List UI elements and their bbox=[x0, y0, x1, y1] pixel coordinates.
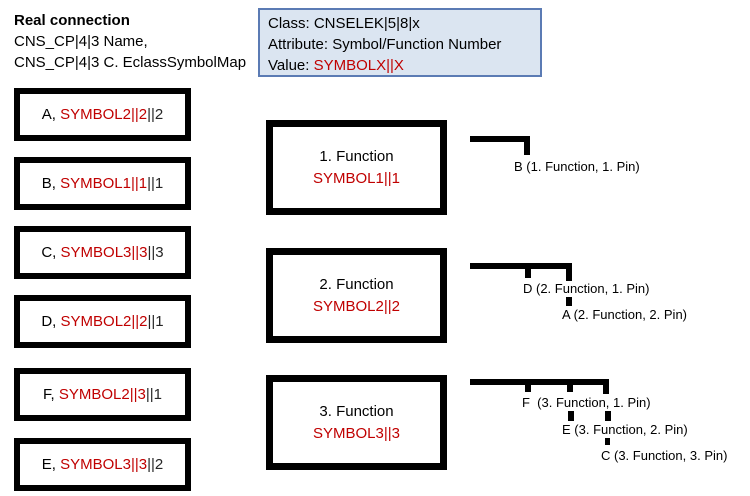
connection-prefix: B, bbox=[41, 175, 61, 192]
connection-symbol: SYMBOL2||2 bbox=[60, 313, 148, 330]
function-symbol: SYMBOL3||3 bbox=[313, 424, 400, 442]
function-box-3: 3. Function SYMBOL3||3 bbox=[266, 375, 447, 470]
connection-box-b: B, SYMBOL1||1||1 bbox=[14, 157, 191, 210]
pin-label-a: A (2. Function, 2. Pin) bbox=[562, 307, 688, 322]
connector-tick-f3-pin1 bbox=[525, 379, 531, 392]
connection-symbol: SYMBOL2||2 bbox=[60, 106, 148, 123]
function-box-1: 1. Function SYMBOL1||1 bbox=[266, 120, 447, 215]
connector-bar-function-2 bbox=[470, 263, 572, 269]
pin-label-d: D (2. Function, 1. Pin) bbox=[523, 281, 650, 296]
info-attribute-line: Attribute: Symbol/Function Number bbox=[268, 36, 502, 53]
connector-tick-f1-pin1 bbox=[524, 136, 530, 155]
header-line-1: CNS_CP|4|3 Name, bbox=[14, 33, 148, 50]
connection-prefix: F, bbox=[43, 386, 59, 403]
connector-tick-f3-pin3 bbox=[603, 379, 609, 394]
connection-suffix: ||1 bbox=[147, 175, 164, 192]
connector-bar-function-3 bbox=[470, 379, 609, 385]
connection-prefix: C, bbox=[41, 244, 61, 261]
connector-tick-f2-pin2 bbox=[566, 263, 572, 281]
connection-box-d: D, SYMBOL2||2||1 bbox=[14, 295, 191, 348]
connector-bar-function-1 bbox=[470, 136, 530, 142]
connection-box-f: F, SYMBOL2||3||1 bbox=[14, 368, 191, 421]
header-title: Real connection bbox=[14, 12, 130, 29]
function-title: 2. Function bbox=[319, 275, 394, 293]
header-line-2: CNS_CP|4|3 C. EclassSymbolMap bbox=[14, 54, 247, 71]
function-symbol: SYMBOL1||1 bbox=[313, 169, 400, 187]
connection-suffix: ||2 bbox=[147, 106, 164, 123]
connection-symbol: SYMBOL1||1 bbox=[60, 175, 148, 192]
pin-label-e: E (3. Function, 2. Pin) bbox=[562, 422, 688, 437]
connection-prefix: A, bbox=[41, 106, 61, 123]
connection-prefix: E, bbox=[41, 456, 61, 473]
connector-dash-f3-pin3a bbox=[605, 411, 611, 421]
connection-box-e: E, SYMBOL3||3||2 bbox=[14, 438, 191, 491]
connection-prefix: D, bbox=[41, 313, 61, 330]
connection-suffix: ||3 bbox=[147, 244, 164, 261]
pin-label-f: F (3. Function, 1. Pin) bbox=[522, 395, 651, 410]
info-value: SYMBOLX||X bbox=[313, 57, 404, 74]
connector-tick-f3-pin2 bbox=[567, 379, 573, 392]
connection-box-c: C, SYMBOL3||3||3 bbox=[14, 226, 191, 279]
connector-dash-f2-pin2 bbox=[566, 297, 572, 306]
pin-label-b: B (1. Function, 1. Pin) bbox=[514, 159, 640, 174]
connection-suffix: ||1 bbox=[147, 313, 164, 330]
connector-dash-f3-pin3b bbox=[605, 438, 610, 445]
function-title: 1. Function bbox=[319, 147, 394, 165]
info-value-line: Value: SYMBOLX||X bbox=[268, 55, 540, 76]
connection-suffix: ||2 bbox=[147, 456, 164, 473]
header: Real connection CNS_CP|4|3 Name, CNS_CP|… bbox=[14, 10, 246, 73]
connection-suffix: ||1 bbox=[145, 386, 162, 403]
info-box: Class: CNSELEK|5|8|x Attribute: Symbol/F… bbox=[258, 8, 542, 77]
connection-symbol: SYMBOL3||3 bbox=[60, 456, 148, 473]
function-symbol: SYMBOL2||2 bbox=[313, 297, 400, 315]
connection-box-a: A, SYMBOL2||2||2 bbox=[14, 88, 191, 141]
connection-symbol: SYMBOL2||3 bbox=[58, 386, 146, 403]
connector-dash-f3-pin2 bbox=[568, 411, 574, 421]
info-value-label: Value: bbox=[268, 57, 314, 74]
pin-label-c: C (3. Function, 3. Pin) bbox=[601, 448, 728, 463]
connector-tick-f2-pin1 bbox=[525, 263, 531, 278]
function-box-2: 2. Function SYMBOL2||2 bbox=[266, 248, 447, 343]
connection-symbol: SYMBOL3||3 bbox=[60, 244, 148, 261]
function-title: 3. Function bbox=[319, 402, 394, 420]
info-class-line: Class: CNSELEK|5|8|x bbox=[268, 15, 420, 32]
